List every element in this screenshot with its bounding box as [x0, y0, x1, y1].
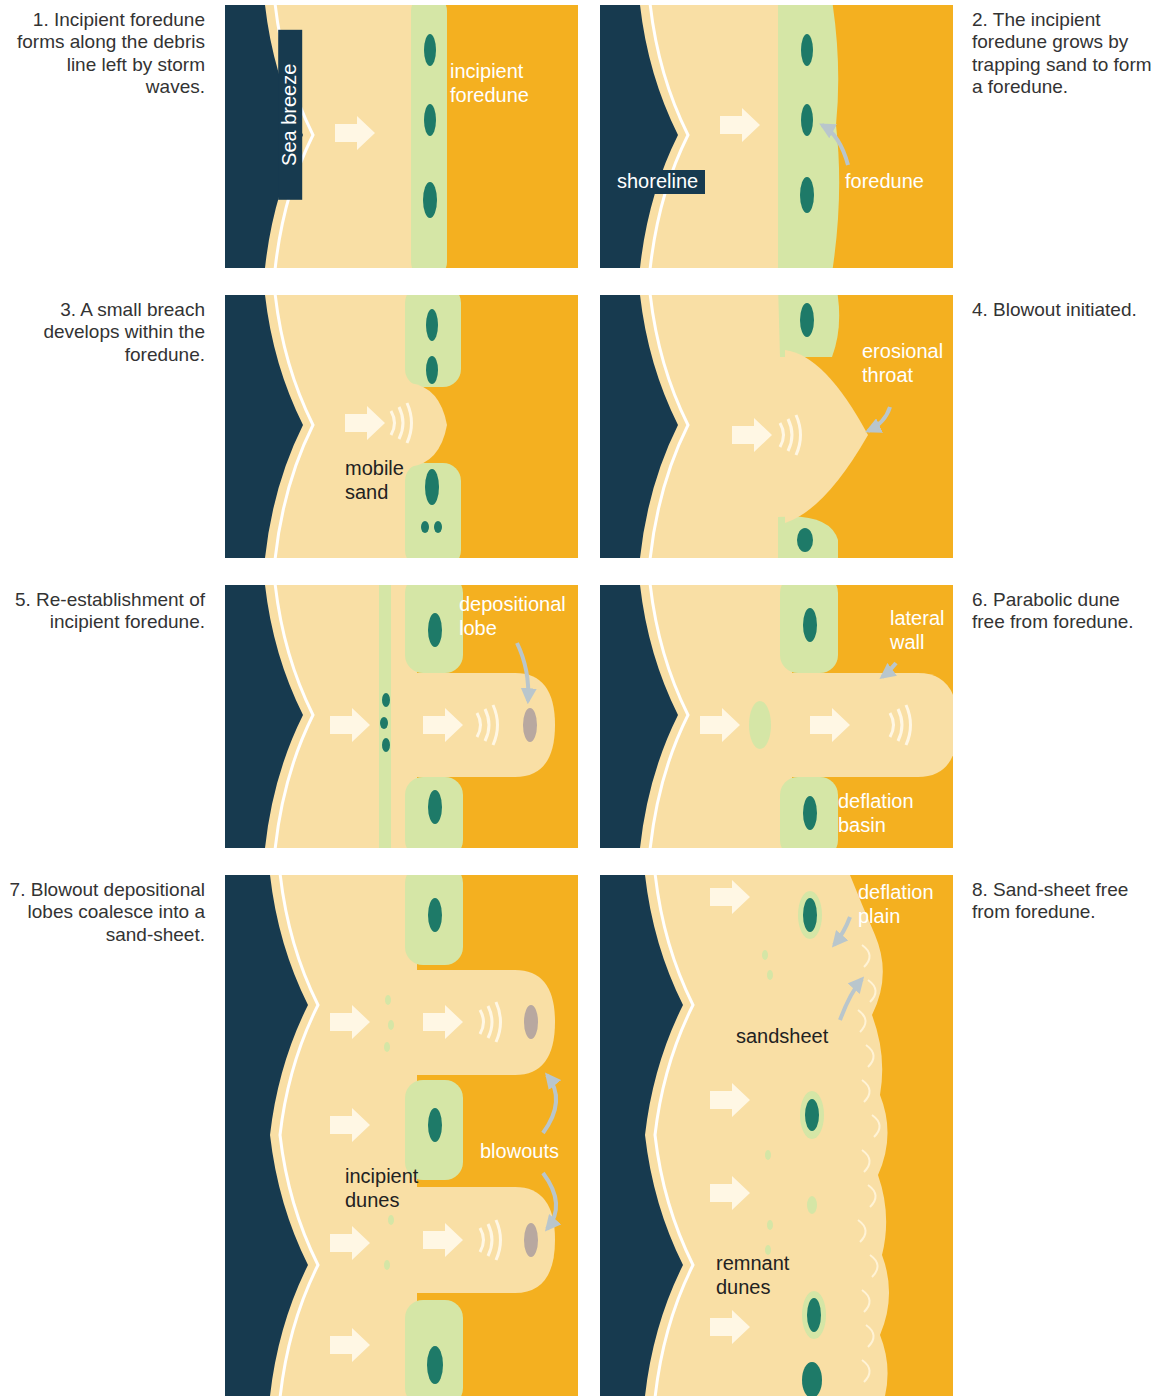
step-caption: 6. Parabolic dune free from foredune.: [972, 589, 1152, 634]
stage-panel: 3. A small breach develops within the fo…: [225, 295, 578, 558]
stage-panel: 7. Blowout depositional lobes coalesce i…: [225, 875, 578, 1396]
feature-label: shoreline: [615, 170, 705, 194]
stage-panel: 4. Blowout initiated.erosional throat: [600, 295, 953, 558]
feature-label: blowouts: [480, 1140, 575, 1164]
feature-label: sandsheet: [736, 1025, 836, 1049]
stage-panel: 6. Parabolic dune free from foredune.lat…: [600, 585, 953, 848]
step-caption: 1. Incipient foredune forms along the de…: [3, 9, 205, 99]
wind-label: Sea breeze: [278, 30, 302, 200]
step-caption: 7. Blowout depositional lobes coalesce i…: [3, 879, 205, 946]
feature-label: incipient dunes: [345, 1165, 435, 1212]
stage-panel: 8. Sand-sheet free from foredune.deflati…: [600, 875, 953, 1396]
feature-label: remnant dunes: [716, 1252, 796, 1299]
stage-panel: 5. Re-establishment of incipient foredun…: [225, 585, 578, 848]
stage-panel: 2. The incipient foredune grows by trapp…: [600, 5, 953, 268]
feature-label: depositional lobe: [459, 593, 577, 640]
step-caption: 3. A small breach develops within the fo…: [3, 299, 205, 366]
feature-label: mobile sand: [345, 457, 419, 504]
feature-label: erosional throat: [862, 340, 954, 387]
step-caption: 5. Re-establishment of incipient foredun…: [3, 589, 205, 634]
step-caption: 8. Sand-sheet free from foredune.: [972, 879, 1152, 924]
feature-label: lateral wall: [890, 607, 952, 654]
feature-label: foredune: [845, 170, 945, 194]
stage-panel: 1. Incipient foredune forms along the de…: [225, 5, 578, 268]
step-caption: 4. Blowout initiated.: [972, 299, 1152, 321]
feature-label: deflation basin: [838, 790, 938, 837]
feature-label: deflation plain: [858, 881, 952, 928]
feature-label: incipient foredune: [450, 60, 565, 107]
step-caption: 2. The incipient foredune grows by trapp…: [972, 9, 1152, 99]
